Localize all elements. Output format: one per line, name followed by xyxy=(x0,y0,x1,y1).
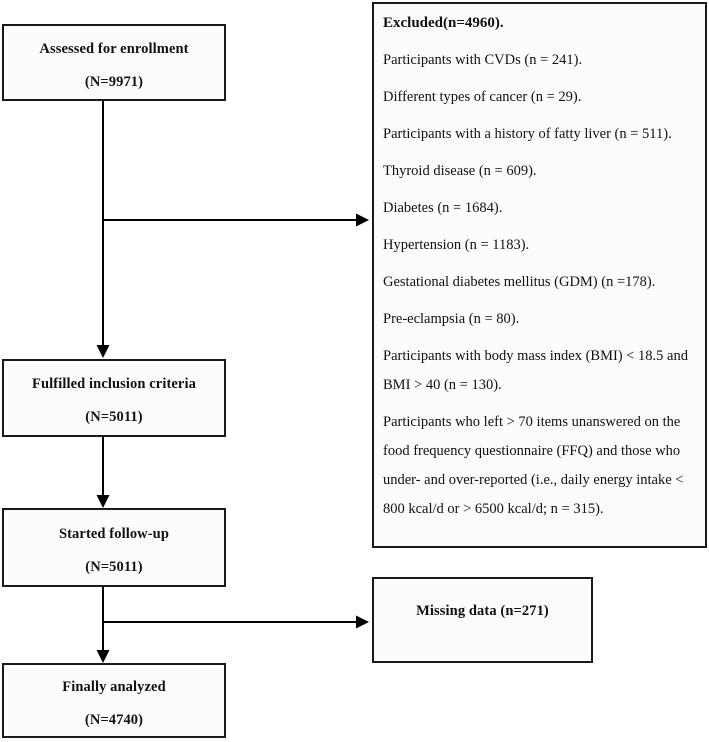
box-title: Fulfilled inclusion criteria xyxy=(32,376,196,392)
box-title: Started follow-up xyxy=(58,526,170,542)
excluded-item: Diabetes (n = 1684). xyxy=(383,200,503,216)
excluded-item: Participants who left > 70 items unanswe… xyxy=(383,414,684,517)
excluded-item: Participants with CVDs (n = 241). xyxy=(383,52,583,68)
excluded-item: Gestational diabetes mellitus (GDM) (n =… xyxy=(383,274,656,290)
box-missing-data: Missing data (n=271) xyxy=(372,577,593,663)
excluded-item: Participants with a history of fatty liv… xyxy=(383,126,672,142)
box-finally-analyzed: Finally analyzed (N=4740) xyxy=(2,663,226,738)
box-count: (N=9971) xyxy=(84,74,144,90)
excluded-title: Excluded(n=4960). xyxy=(383,15,504,31)
arrow-to-missing xyxy=(103,615,369,629)
box-title: Finally analyzed xyxy=(62,679,166,695)
box-count: (N=5011) xyxy=(85,559,143,575)
arrow-started-to-analyzed xyxy=(96,587,110,663)
arrow-to-excluded xyxy=(103,213,369,227)
box-fulfilled-inclusion-criteria: Fulfilled inclusion criteria (N=5011) xyxy=(2,359,226,437)
excluded-item: Hypertension (n = 1183). xyxy=(383,237,530,253)
box-started-follow-up: Started follow-up (N=5011) xyxy=(2,508,226,587)
excluded-item: Pre-eclampsia (n = 80). xyxy=(383,311,520,327)
box-excluded: Excluded(n=4960). Participants with CVDs… xyxy=(372,2,707,548)
box-count: (N=5011) xyxy=(85,409,143,425)
excluded-item: Participants with body mass index (BMI) … xyxy=(383,348,688,393)
excluded-item: Thyroid disease (n = 609). xyxy=(383,163,537,179)
box-assessed-for-enrollment: Assessed for enrollment (N=9971) xyxy=(2,24,226,101)
excluded-item: Different types of cancer (n = 29). xyxy=(383,89,582,105)
arrow-assessed-to-fulfilled xyxy=(96,101,110,358)
arrow-fulfilled-to-started xyxy=(96,437,110,508)
box-title: Missing data (n=271) xyxy=(416,603,549,619)
box-count: (N=4740) xyxy=(84,712,144,728)
excluded-list: Participants with CVDs (n = 241). Differe… xyxy=(383,46,697,524)
box-title: Assessed for enrollment xyxy=(39,41,189,57)
